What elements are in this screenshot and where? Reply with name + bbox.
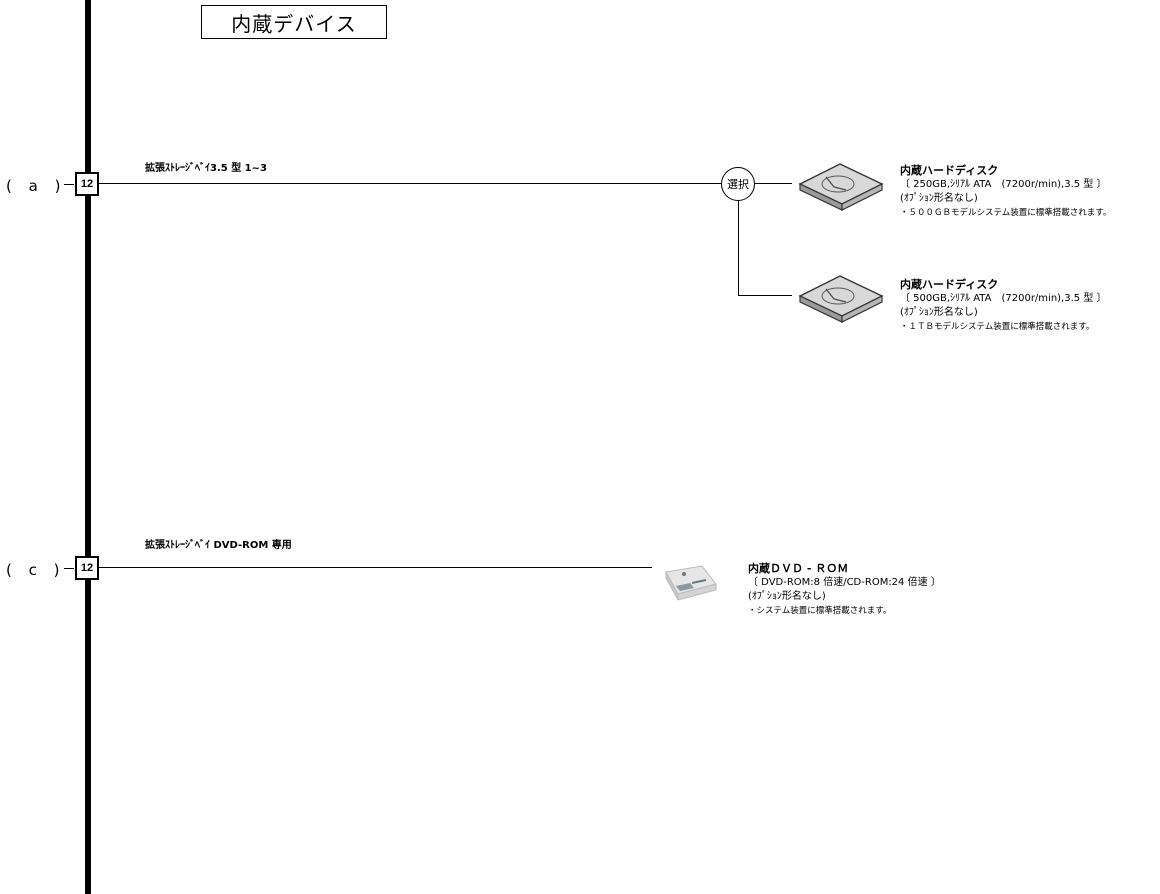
device-name: 内蔵ＤＶＤ - ＲＯＭ (748, 562, 849, 575)
dvd-drive-icon (660, 562, 720, 604)
slot-a-label: ( a ) (6, 177, 67, 195)
selector-label: 選択 (727, 178, 749, 191)
section-title: 内蔵デバイス (201, 5, 387, 39)
device-option: (ｵﾌﾟｼｮﾝ形名なし) (900, 307, 978, 318)
device-note: ・１ＴＢモデルシステム装置に標準搭載されます。 (900, 322, 1095, 332)
slot-a-bay-label: 拡張ｽﾄﾚｰｼﾞﾍﾞｲ3.5 型 1~3 (145, 163, 267, 174)
selector-branch-vertical (738, 201, 739, 295)
device-option: (ｵﾌﾟｼｮﾝ形名なし) (900, 193, 978, 204)
slot-a-number: 12 (80, 178, 94, 190)
device-hdd-500-text: 内蔵ハードディスク 〔 500GB,ｼﾘｱﾙ ATA (7200r/min),3… (900, 278, 1107, 334)
device-spec: 〔 DVD-ROM:8 倍速/CD-ROM:24 倍速 〕 (748, 577, 941, 588)
device-note: ・システム装置に標準搭載されます。 (748, 606, 892, 616)
system-bus-line (85, 0, 91, 894)
device-spec: 〔 500GB,ｼﾘｱﾙ ATA (7200r/min),3.5 型 〕 (900, 293, 1107, 304)
selector-branch-top (755, 183, 792, 184)
device-name: 内蔵ハードディスク (900, 278, 999, 291)
selector-branch-bottom (738, 295, 792, 296)
section-title-text: 内蔵デバイス (231, 11, 357, 36)
slot-a-tick (64, 184, 74, 185)
slot-a-connector-line (99, 183, 721, 184)
hard-disk-icon (796, 160, 886, 212)
device-hdd-250-text: 内蔵ハードディスク 〔 250GB,ｼﾘｱﾙ ATA (7200r/min),3… (900, 164, 1111, 220)
device-note: ・５００ＧＢモデルシステム装置に標準搭載されます。 (900, 208, 1112, 218)
selector-circle: 選択 (721, 167, 755, 201)
device-name: 内蔵ハードディスク (900, 164, 999, 177)
slot-c-number-box: 12 (75, 556, 99, 580)
slot-a-number-box: 12 (75, 172, 99, 196)
slot-c-connector-line (99, 567, 652, 568)
hard-disk-icon (796, 272, 886, 324)
device-spec: 〔 250GB,ｼﾘｱﾙ ATA (7200r/min),3.5 型 〕 (900, 179, 1107, 190)
device-option: (ｵﾌﾟｼｮﾝ形名なし) (748, 591, 826, 602)
slot-c-tick (64, 568, 74, 569)
slot-c-bay-label: 拡張ｽﾄﾚｰｼﾞﾍﾞｲ DVD-ROM 専用 (145, 540, 292, 551)
slot-c-label: ( c ) (6, 561, 66, 579)
slot-c-number: 12 (80, 562, 94, 574)
device-dvd-text: 内蔵ＤＶＤ - ＲＯＭ 〔 DVD-ROM:8 倍速/CD-ROM:24 倍速 … (748, 562, 941, 618)
